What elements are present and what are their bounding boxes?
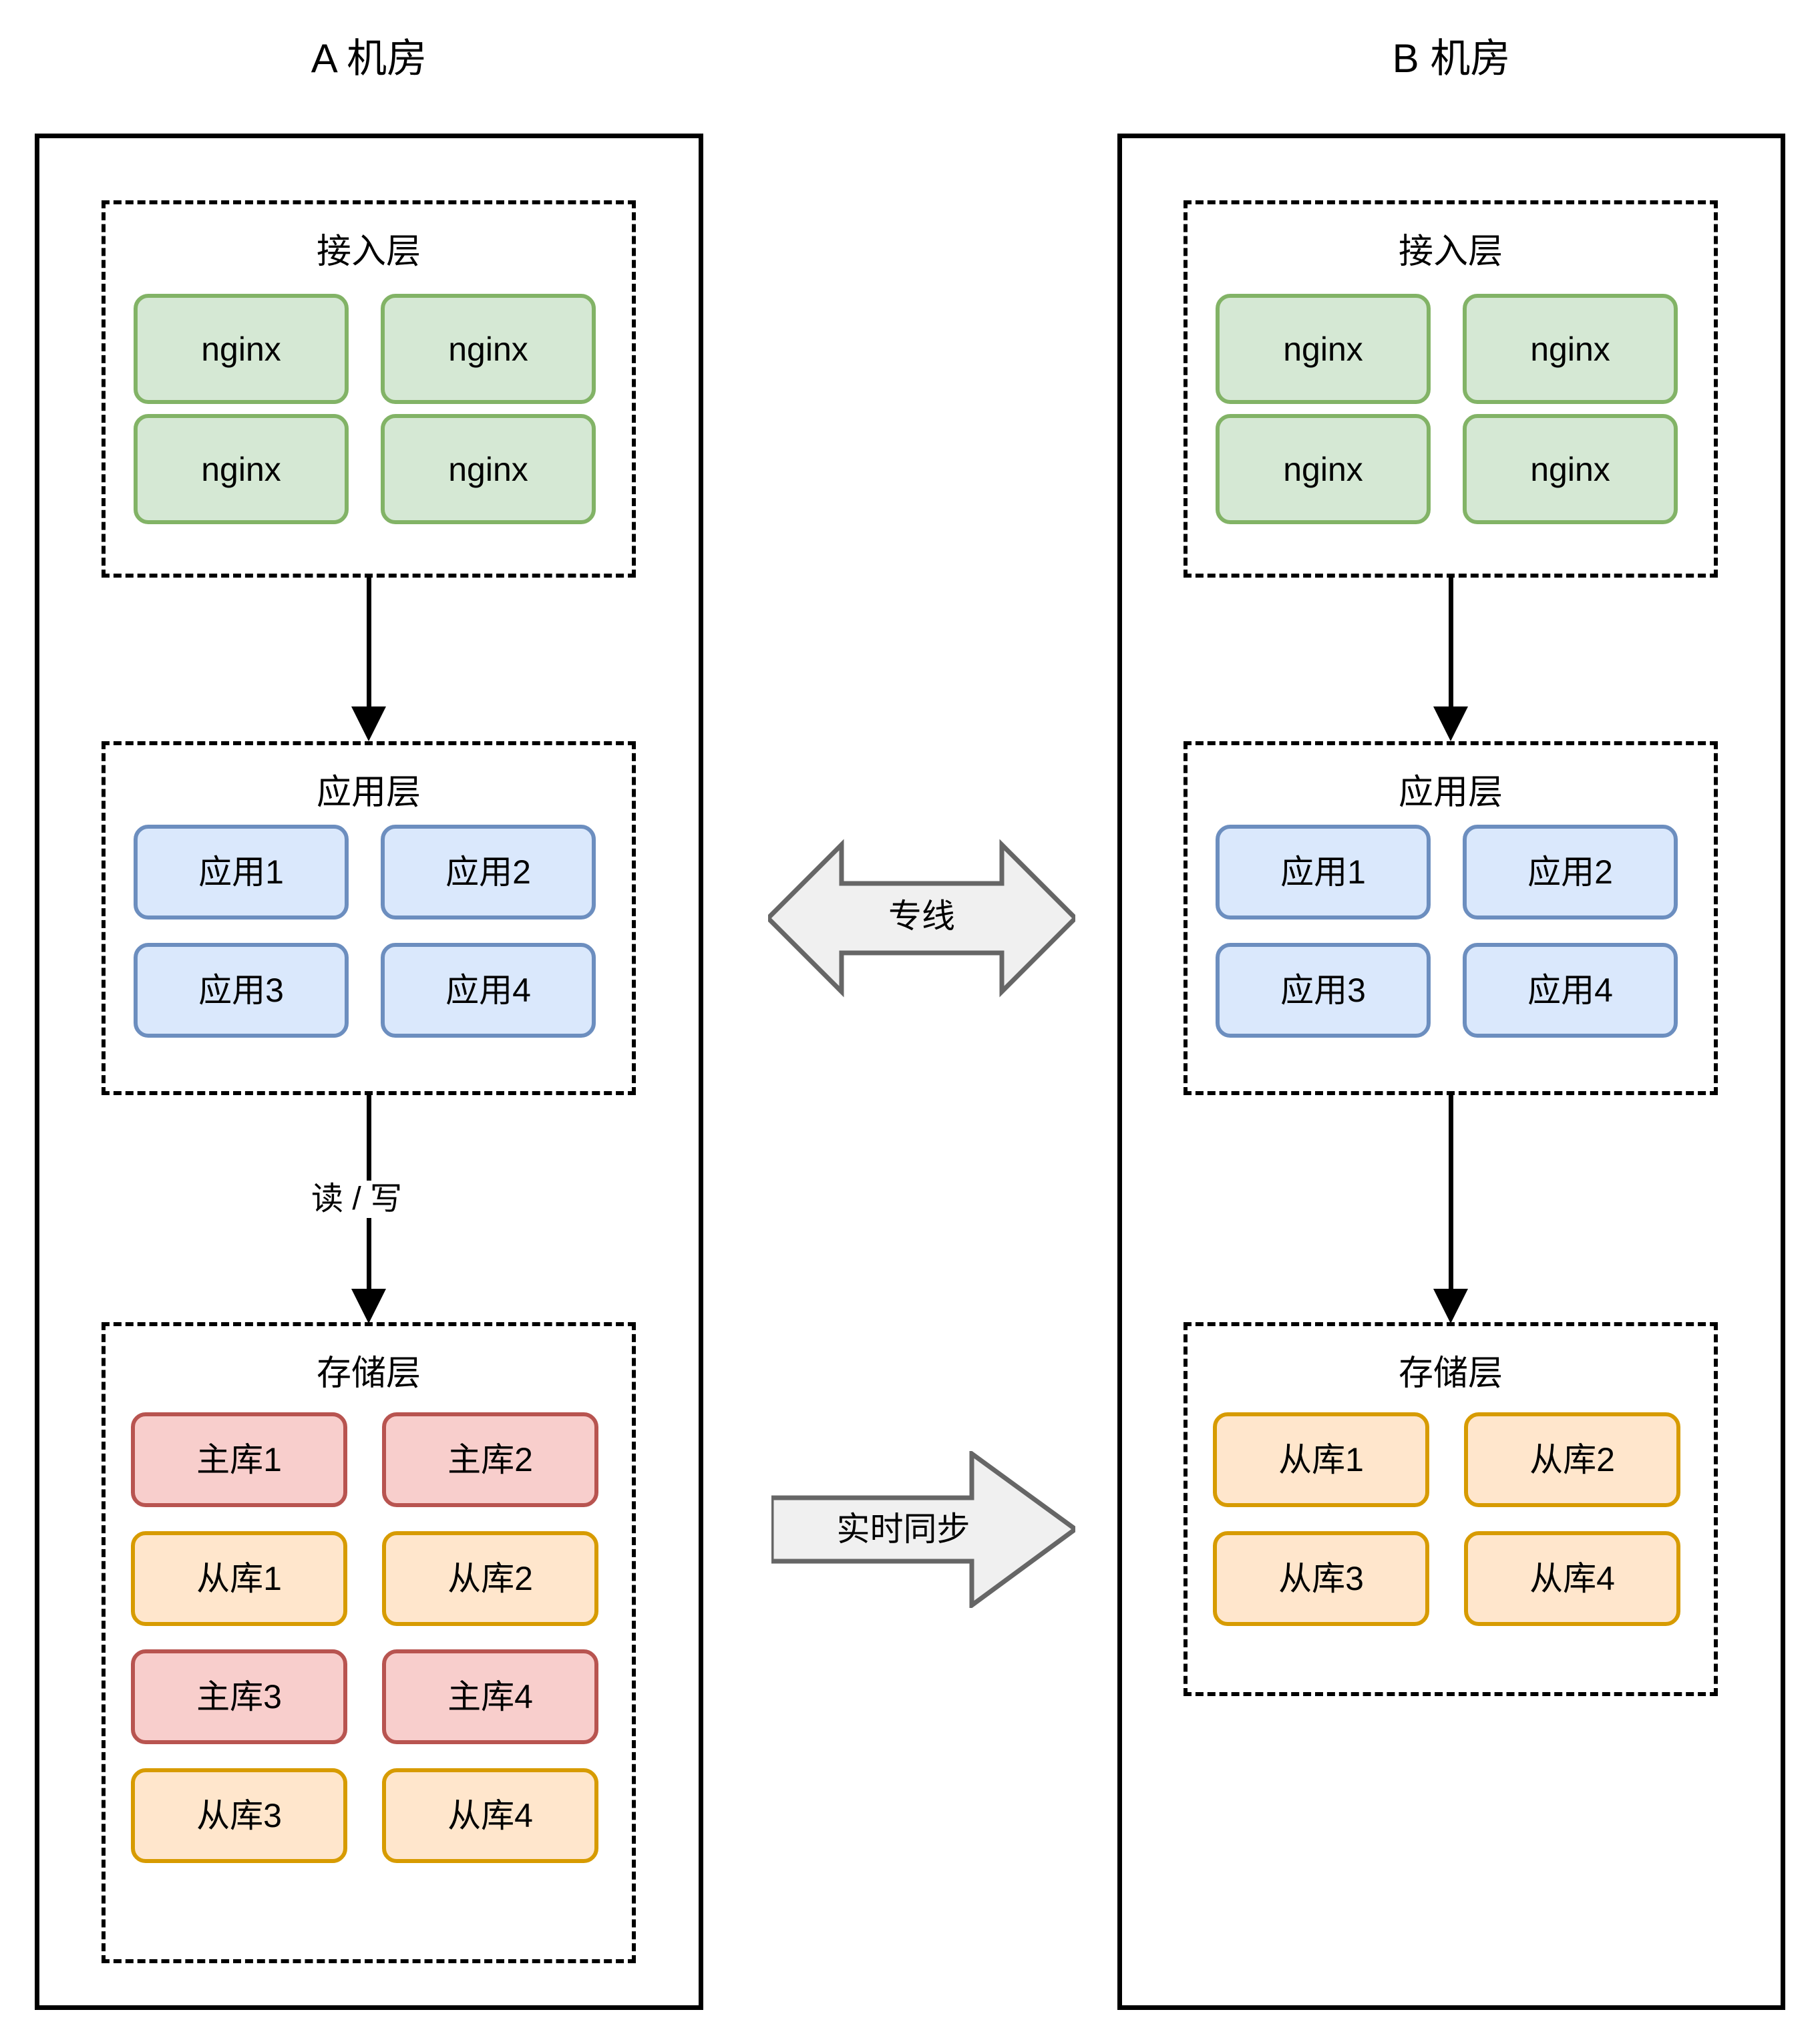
- node-label: nginx: [201, 330, 281, 368]
- cross-link-dedicated-line[interactable]: 专线: [768, 831, 1075, 1005]
- node-label: 从库3: [196, 1797, 282, 1834]
- datacenter-a-title: A 机房: [311, 36, 427, 81]
- node-label: 从库1: [1278, 1441, 1364, 1478]
- node-label: nginx: [1283, 450, 1363, 488]
- node-label: 主库2: [447, 1441, 533, 1478]
- node-label: nginx: [201, 450, 281, 488]
- node-app-b-4[interactable]: 应用4: [1463, 943, 1678, 1038]
- node-label: 从库2: [447, 1560, 533, 1597]
- node-master-db-a-1[interactable]: 主库1: [131, 1412, 347, 1507]
- node-label: 应用4: [445, 972, 531, 1009]
- node-slave-db-b-3[interactable]: 从库3: [1213, 1531, 1429, 1626]
- node-label: 从库2: [1529, 1441, 1615, 1478]
- cross-link-label-dedicated-line: 专线: [888, 897, 955, 935]
- datacenter-a-access-layer: 接入层: [102, 200, 636, 578]
- connector-label-read-write: 读 / 写: [302, 1181, 412, 1218]
- node-label: nginx: [1283, 330, 1363, 368]
- cross-link-realtime-sync[interactable]: 实时同步: [771, 1451, 1075, 1608]
- node-nginx-b-1[interactable]: nginx: [1216, 294, 1431, 404]
- node-label: 主库4: [447, 1678, 533, 1715]
- node-nginx-a-3[interactable]: nginx: [134, 414, 349, 524]
- node-label: nginx: [1530, 450, 1610, 488]
- node-slave-db-b-1[interactable]: 从库1: [1213, 1412, 1429, 1507]
- bidirectional-arrow-icon: [768, 839, 1075, 998]
- datacenter-b-storage-layer: 存储层: [1184, 1322, 1718, 1696]
- node-nginx-a-4[interactable]: nginx: [381, 414, 596, 524]
- node-label: 应用2: [445, 853, 531, 891]
- cross-link-label-realtime-sync: 实时同步: [836, 1510, 970, 1548]
- node-slave-db-b-2[interactable]: 从库2: [1464, 1412, 1680, 1507]
- node-label: 从库1: [196, 1560, 282, 1597]
- node-app-b-3[interactable]: 应用3: [1216, 943, 1431, 1038]
- node-slave-db-b-4[interactable]: 从库4: [1464, 1531, 1680, 1626]
- layer-title-app-b: 应用层: [1398, 773, 1503, 812]
- node-nginx-a-2[interactable]: nginx: [381, 294, 596, 404]
- node-master-db-a-4[interactable]: 主库4: [382, 1649, 598, 1744]
- node-label: nginx: [448, 450, 528, 488]
- node-label: 应用4: [1527, 972, 1613, 1009]
- node-app-a-2[interactable]: 应用2: [381, 825, 596, 920]
- node-nginx-b-2[interactable]: nginx: [1463, 294, 1678, 404]
- right-arrow-icon: [771, 1451, 1075, 1608]
- node-label: 应用1: [1280, 853, 1366, 891]
- node-nginx-a-1[interactable]: nginx: [134, 294, 349, 404]
- node-label: 应用1: [198, 853, 284, 891]
- datacenter-b-title: B 机房: [1392, 36, 1511, 81]
- layer-title-storage-b: 存储层: [1398, 1354, 1503, 1393]
- node-label: 主库1: [196, 1441, 282, 1478]
- node-master-db-a-3[interactable]: 主库3: [131, 1649, 347, 1744]
- node-label: 应用3: [198, 972, 284, 1009]
- node-slave-db-a-3[interactable]: 从库3: [131, 1768, 347, 1863]
- node-nginx-b-4[interactable]: nginx: [1463, 414, 1678, 524]
- node-label: 应用3: [1280, 972, 1366, 1009]
- node-label: 从库4: [1529, 1560, 1615, 1597]
- node-label: 从库3: [1278, 1560, 1364, 1597]
- datacenter-a-app-layer: 应用层: [102, 741, 636, 1095]
- layer-title-access-b: 接入层: [1398, 232, 1503, 271]
- node-app-a-3[interactable]: 应用3: [134, 943, 349, 1038]
- node-label: 应用2: [1527, 853, 1613, 891]
- node-slave-db-a-1[interactable]: 从库1: [131, 1531, 347, 1626]
- node-label: 从库4: [447, 1797, 533, 1834]
- layer-title-app-a: 应用层: [316, 773, 421, 812]
- node-app-b-2[interactable]: 应用2: [1463, 825, 1678, 920]
- datacenter-b-app-layer: 应用层: [1184, 741, 1718, 1095]
- node-slave-db-a-2[interactable]: 从库2: [382, 1531, 598, 1626]
- node-label: nginx: [448, 330, 528, 368]
- node-app-a-4[interactable]: 应用4: [381, 943, 596, 1038]
- node-label: 主库3: [196, 1678, 282, 1715]
- node-nginx-b-3[interactable]: nginx: [1216, 414, 1431, 524]
- datacenter-a-storage-layer: 存储层: [102, 1322, 636, 1963]
- datacenter-b-access-layer: 接入层: [1184, 200, 1718, 578]
- node-label: nginx: [1530, 330, 1610, 368]
- node-slave-db-a-4[interactable]: 从库4: [382, 1768, 598, 1863]
- node-master-db-a-2[interactable]: 主库2: [382, 1412, 598, 1507]
- layer-title-access-a: 接入层: [316, 232, 421, 271]
- node-app-b-1[interactable]: 应用1: [1216, 825, 1431, 920]
- layer-title-storage-a: 存储层: [316, 1354, 421, 1393]
- node-app-a-1[interactable]: 应用1: [134, 825, 349, 920]
